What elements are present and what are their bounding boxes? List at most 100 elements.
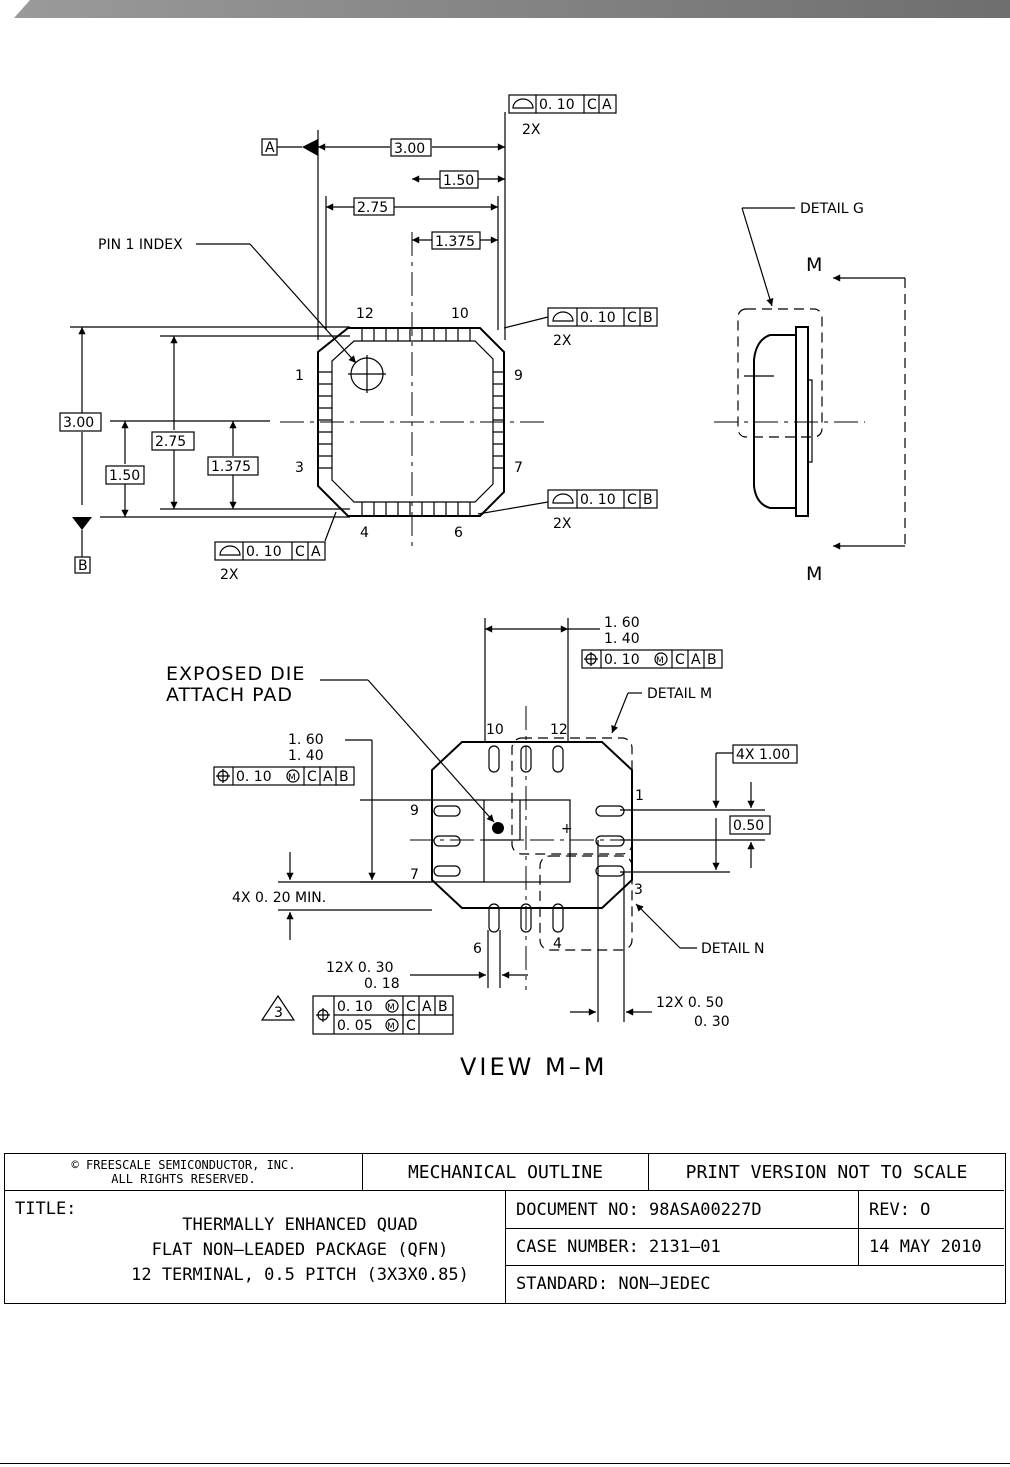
svg-text:2X: 2X bbox=[522, 122, 541, 138]
dim-body-width-275: 2.75 bbox=[357, 200, 388, 216]
svg-text:C: C bbox=[307, 769, 317, 785]
title-label: TITLE: bbox=[15, 1199, 77, 1219]
fcf-bottom-left: 0. 10 C A 2X bbox=[214, 511, 337, 583]
top-pin-12: 12 bbox=[356, 306, 374, 322]
fcf-right-bottom: 0. 10 C B 2X bbox=[477, 489, 658, 532]
case-number: CASE NUMBER: 2131–01 bbox=[506, 1229, 859, 1266]
dim-lead-length-min: 0. 30 bbox=[694, 1014, 730, 1030]
package-outline bbox=[317, 327, 505, 517]
svg-text:A: A bbox=[311, 544, 321, 560]
revision: REV: O bbox=[859, 1191, 1004, 1229]
lead-ticks bbox=[318, 328, 504, 516]
bottom-pin-7: 7 bbox=[410, 867, 419, 883]
bottom-pin-9: 9 bbox=[410, 803, 419, 819]
svg-text:C: C bbox=[627, 310, 637, 326]
svg-text:C: C bbox=[675, 652, 685, 668]
dim-half-body-width-1375: 1.375 bbox=[435, 234, 475, 250]
dim-pitch-4x: 4X 1.00 bbox=[736, 747, 790, 763]
exposed-pad bbox=[483, 799, 571, 883]
fcf-top: 0. 10 C A 2X bbox=[508, 94, 617, 138]
svg-text:C: C bbox=[406, 1018, 416, 1034]
svg-text:A: A bbox=[691, 652, 701, 668]
svg-text:A: A bbox=[602, 97, 612, 113]
svg-text:C: C bbox=[406, 999, 416, 1015]
svg-text:A: A bbox=[323, 769, 333, 785]
svg-text:B: B bbox=[643, 492, 653, 508]
svg-text:0. 10: 0. 10 bbox=[604, 652, 640, 668]
svg-text:A: A bbox=[422, 999, 432, 1015]
svg-text:M: M bbox=[387, 1003, 395, 1013]
dim-top-min: 1. 40 bbox=[604, 631, 640, 647]
print-version: PRINT VERSION NOT TO SCALE bbox=[649, 1154, 1004, 1191]
mechanical-outline: MECHANICAL OUTLINE bbox=[363, 1154, 649, 1191]
revision-date: 14 MAY 2010 bbox=[859, 1229, 1004, 1266]
detail-m-label: DETAIL M bbox=[647, 686, 712, 702]
top-pin-3: 3 bbox=[295, 460, 304, 476]
svg-text:2X: 2X bbox=[553, 516, 572, 532]
fcf-right-top: 0. 10 C B 2X bbox=[503, 307, 658, 349]
side-view: DETAIL G M M bbox=[714, 201, 906, 585]
bottom-view: + 10 12 9 7 1 3 6 4 1. 60 1. 4 bbox=[166, 615, 798, 1081]
bottom-pin-4: 4 bbox=[553, 936, 562, 952]
bottom-pin-12: 12 bbox=[550, 722, 568, 738]
top-pin-4: 4 bbox=[360, 525, 369, 541]
svg-text:0. 10: 0. 10 bbox=[580, 492, 616, 508]
svg-text:2X: 2X bbox=[220, 567, 239, 583]
package-inner-outline bbox=[331, 340, 494, 503]
copyright-line2: ALL RIGHTS RESERVED. bbox=[111, 1172, 256, 1186]
title-line2: FLAT NON–LEADED PACKAGE (QFN) bbox=[151, 1240, 449, 1260]
bottom-leads bbox=[433, 745, 625, 933]
fcf-bottom-top: 0. 10 M C A B bbox=[581, 649, 723, 669]
svg-text:0. 10: 0. 10 bbox=[580, 310, 616, 326]
footer-rule bbox=[0, 1463, 1010, 1464]
top-pin-9: 9 bbox=[514, 368, 523, 384]
top-view: PIN 1 INDEX 12 10 1 3 9 7 4 6 A 3.00 1.5… bbox=[59, 94, 658, 583]
datum-b: B bbox=[78, 558, 88, 574]
bottom-package-outline bbox=[431, 741, 633, 909]
svg-text:B: B bbox=[643, 310, 653, 326]
note-ref: 3 bbox=[274, 1005, 283, 1021]
svg-text:B: B bbox=[707, 652, 717, 668]
svg-text:B: B bbox=[438, 999, 448, 1015]
dim-lead-width-min: 0. 18 bbox=[364, 976, 400, 992]
copyright-line1: © FREESCALE SEMICONDUCTOR, INC. bbox=[71, 1158, 296, 1172]
exposed-pad-label-1: EXPOSED DIE bbox=[166, 663, 305, 685]
svg-text:+: + bbox=[561, 821, 573, 837]
top-pin-1: 1 bbox=[295, 368, 304, 384]
dim-pitch-050: 0.50 bbox=[733, 818, 764, 834]
svg-text:0. 10: 0. 10 bbox=[337, 999, 373, 1015]
svg-text:M: M bbox=[387, 1022, 395, 1032]
svg-text:C: C bbox=[627, 492, 637, 508]
dim-half-body-height-1375: 1.375 bbox=[211, 459, 251, 475]
dim-lead-width-max: 12X 0. 30 bbox=[326, 960, 393, 976]
detail-g-label: DETAIL G bbox=[800, 201, 864, 217]
svg-text:2X: 2X bbox=[553, 333, 572, 349]
svg-text:C: C bbox=[295, 544, 305, 560]
dim-left-min: 1. 40 bbox=[288, 748, 324, 764]
dim-lead-length-max: 12X 0. 50 bbox=[656, 995, 723, 1011]
svg-text:0. 10: 0. 10 bbox=[246, 544, 282, 560]
title-line3: 12 TERMINAL, 0.5 PITCH (3X3X0.85) bbox=[131, 1265, 469, 1285]
svg-text:C: C bbox=[587, 97, 597, 113]
dim-min-gap: 4X 0. 20 MIN. bbox=[232, 890, 326, 906]
header-gradient-bar bbox=[14, 0, 1010, 18]
title-line1: THERMALLY ENHANCED QUAD bbox=[182, 1215, 418, 1235]
document-number: DOCUMENT NO: 98ASA00227D bbox=[506, 1191, 859, 1229]
dim-body-height-275: 2.75 bbox=[155, 434, 186, 450]
dim-half-width-150: 1.50 bbox=[443, 173, 474, 189]
dim-height-300: 3.00 bbox=[63, 415, 94, 431]
top-pin-7: 7 bbox=[514, 460, 523, 476]
bottom-pin-3: 3 bbox=[634, 882, 643, 898]
top-pin-10: 10 bbox=[451, 306, 469, 322]
title-block: © FREESCALE SEMICONDUCTOR, INC. ALL RIGH… bbox=[4, 1153, 1006, 1304]
bottom-pin-10: 10 bbox=[486, 722, 504, 738]
datum-a: A bbox=[265, 140, 275, 156]
dim-half-height-150: 1.50 bbox=[109, 468, 140, 484]
fcf-lead-composite: 0. 10 M C A B 0. 05 M C bbox=[312, 995, 454, 1035]
svg-text:B: B bbox=[339, 769, 349, 785]
section-mark-bottom: M bbox=[806, 563, 823, 585]
dim-left-max: 1. 60 bbox=[288, 732, 324, 748]
svg-text:0. 10: 0. 10 bbox=[236, 769, 272, 785]
bottom-pin-6: 6 bbox=[473, 941, 482, 957]
top-pin-6: 6 bbox=[454, 525, 463, 541]
